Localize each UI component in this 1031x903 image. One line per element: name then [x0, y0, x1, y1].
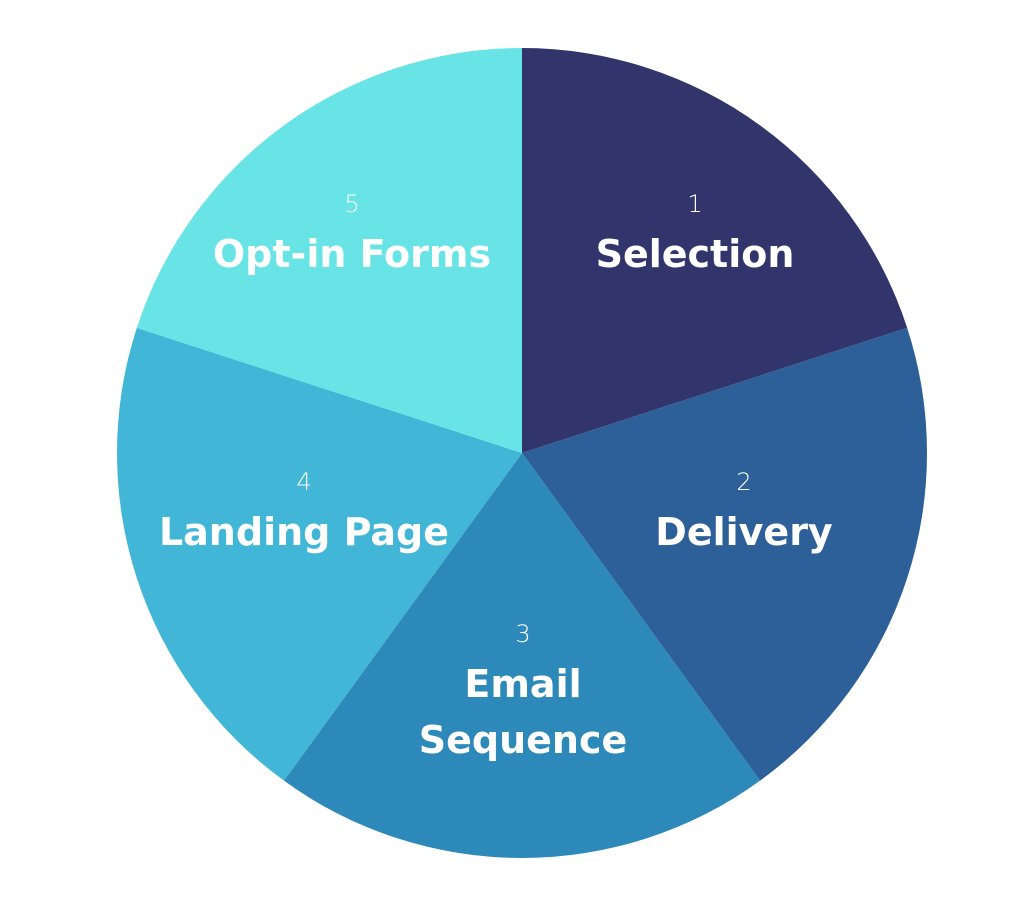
segment-5-label: Opt-in Forms [213, 232, 491, 276]
segment-3-label: Email [464, 662, 581, 706]
wheel-segment-5 [136, 47, 522, 454]
wheel-segment-4 [116, 327, 523, 781]
segment-2-number: 2 [736, 468, 751, 496]
segment-1-label: Selection [596, 232, 795, 276]
wheel-segment-1 [522, 48, 908, 453]
segment-1-number: 1 [687, 190, 702, 218]
segment-2-label: Delivery [655, 510, 833, 554]
segment-3-number: 3 [515, 620, 530, 648]
segment-5-number: 5 [344, 190, 359, 218]
segment-4-label: Landing Page [159, 510, 449, 554]
wheel-segment-2 [522, 327, 928, 781]
segment-3-label: Sequence [419, 718, 628, 762]
wheel-slices [116, 47, 928, 858]
wheel-segment-3 [283, 453, 761, 858]
segment-4-number: 4 [296, 468, 311, 496]
